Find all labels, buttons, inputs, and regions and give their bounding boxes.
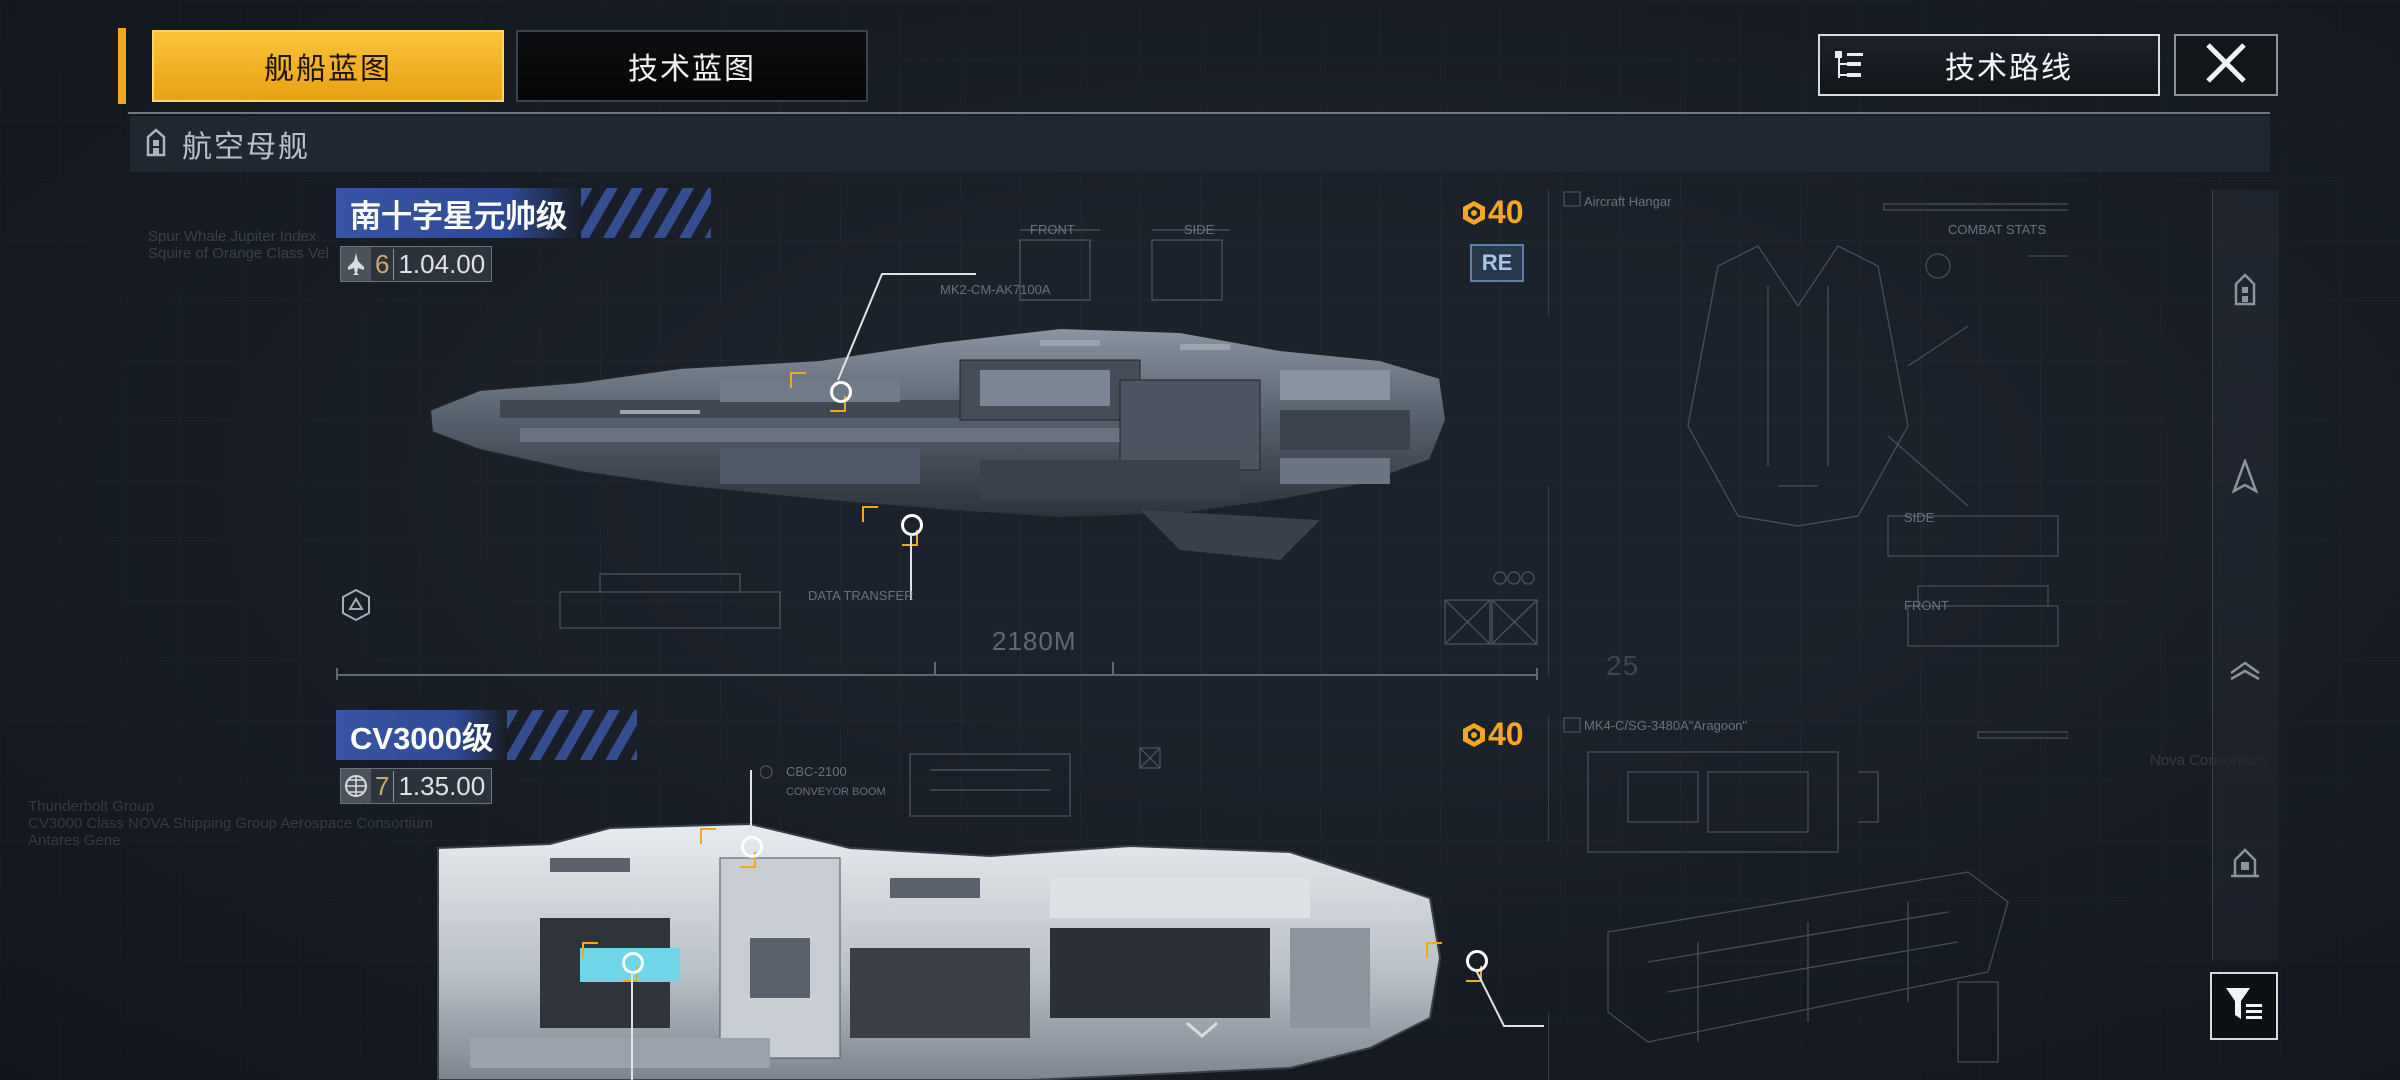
ship-1-blueprint-lineart: [559, 229, 1538, 645]
tech-route-label: 技术路线: [1945, 52, 2073, 85]
ship-2-image: [437, 822, 1442, 1080]
globe-icon: [341, 769, 371, 803]
name-bar-stripes: [507, 710, 638, 760]
filter-sort-button[interactable]: [2210, 972, 2278, 1040]
callout-line: [837, 273, 976, 381]
blueprint-label: MK2-CM-AK7100A: [940, 282, 1051, 297]
blueprint-number: 25: [1606, 650, 1640, 681]
ship-length-label: 2180M: [992, 626, 1077, 656]
hexagon-icon[interactable]: [340, 588, 372, 627]
ship-stat-box: 7 1.35.00: [340, 768, 493, 804]
ruler-tick: [1536, 668, 1538, 680]
carrier-icon: [144, 127, 168, 162]
power-icon: [1463, 722, 1485, 747]
power-value: 40: [1488, 194, 1524, 230]
ship-1-detail-blueprint: [1548, 190, 2068, 676]
re-badge-label: RE: [1481, 250, 1513, 275]
tab-accent-bar: [118, 28, 126, 104]
ruler-tick: [336, 668, 338, 680]
hotspot-bracket: [1426, 942, 1482, 982]
blueprint-label: CONVEYOR BOOM: [786, 786, 886, 798]
ship-2-blueprint-lineart: [760, 747, 1161, 817]
ship-type-sidebar: [2212, 190, 2279, 960]
fighter-icon: [341, 247, 371, 281]
blueprint-label: Aircraft Hangar: [1584, 194, 1672, 209]
tech-tree-icon: [1820, 48, 1880, 82]
tab-label: 技术蓝图: [628, 53, 756, 86]
ship-1-image: [428, 326, 1448, 560]
close-icon: [2204, 41, 2248, 90]
blueprint-label: DATA TRANSFER: [808, 588, 914, 603]
hotspot-bracket: [582, 942, 638, 982]
destroyer-filter-icon[interactable]: [2228, 846, 2262, 880]
tech-route-button[interactable]: 技术路线: [1818, 34, 2160, 96]
ship-value: 1.35.00: [398, 770, 486, 801]
ship-name-bar: 南十字星元帅级: [336, 188, 711, 238]
ship-name: 南十字星元帅级: [336, 188, 581, 238]
cruiser-filter-icon[interactable]: [2228, 654, 2262, 688]
tab-ship-blueprint[interactable]: 舰船蓝图: [152, 30, 504, 102]
scroll-down-icon[interactable]: [1184, 1020, 1220, 1045]
callout-line: [631, 972, 633, 1080]
blueprint-label: COMBAT STATS: [1948, 222, 2046, 237]
power-value: 40: [1488, 716, 1524, 752]
hotspot-bracket: [790, 372, 846, 412]
tab-label: 舰船蓝图: [264, 53, 392, 86]
ship-level: 7: [371, 770, 395, 802]
callout-line: [750, 770, 752, 834]
ship-name-bar: CV3000级: [336, 710, 638, 760]
close-button[interactable]: [2174, 34, 2278, 96]
hotspot-marker[interactable]: [830, 381, 852, 403]
callout-line: [1475, 969, 1544, 1027]
header-divider: [128, 112, 2270, 114]
blueprint-label: SIDE: [1904, 510, 1935, 525]
tab-tech-blueprint[interactable]: 技术蓝图: [516, 30, 868, 102]
filter-icon: [2224, 985, 2264, 1028]
power-icon: [1463, 200, 1485, 225]
blueprint-label: FRONT: [1030, 222, 1075, 237]
callout-line: [910, 534, 912, 600]
length-ruler: [336, 674, 1538, 676]
ship-2-detail-blueprint: [1548, 716, 2068, 1080]
hotspot-marker[interactable]: [741, 836, 763, 858]
category-label: 航空母舰: [182, 131, 310, 164]
hotspot-marker[interactable]: [622, 952, 644, 974]
ruler-tick: [1112, 662, 1114, 674]
ship-name: CV3000级: [336, 710, 508, 760]
hotspot-marker[interactable]: [901, 514, 923, 536]
hotspot-bracket: [700, 828, 756, 868]
re-badge: RE: [1470, 244, 1524, 282]
ship-level: 6: [371, 248, 395, 280]
battleship-filter-icon[interactable]: [2228, 459, 2262, 494]
blueprint-label: CBC-2100: [786, 764, 847, 779]
name-bar-stripes: [581, 188, 711, 238]
blueprint-label: MK4-C/SG-3480A"Aragoon": [1584, 718, 1748, 733]
category-header: 航空母舰: [130, 116, 2270, 172]
ship-value: 1.04.00: [398, 248, 486, 279]
ship-power: 40: [1460, 194, 1524, 231]
blueprint-label: SIDE: [1184, 222, 1215, 237]
ruler-tick: [934, 662, 936, 674]
ship-stat-box: 6 1.04.00: [340, 246, 493, 282]
ship-power: 40: [1460, 716, 1524, 753]
carrier-filter-icon[interactable]: [2228, 272, 2262, 306]
blueprint-label: FRONT: [1904, 598, 1949, 613]
